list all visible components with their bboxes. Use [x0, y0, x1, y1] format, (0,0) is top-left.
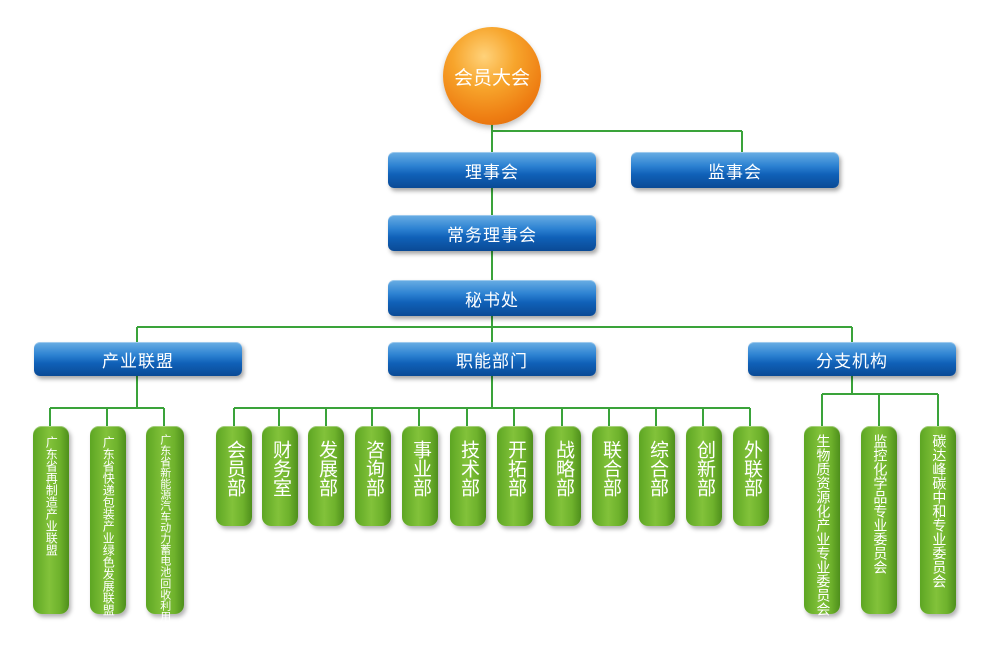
committee-label: 碳达峰碳中和专业委员会: [930, 434, 947, 588]
department-node: 事业部: [402, 426, 438, 526]
department-label: 财务室: [269, 440, 292, 497]
department-node: 咨询部: [355, 426, 391, 526]
general-assembly-label: 会员大会: [453, 66, 530, 89]
department-label: 发展部: [315, 440, 338, 497]
alliance-node: 广东省快递包装产业绿色发展联盟: [90, 426, 126, 616]
department-label: 外联部: [740, 440, 763, 497]
department-label: 战略部: [552, 440, 575, 497]
department-node: 联合部: [592, 426, 628, 526]
connector-lines: [49, 122, 939, 426]
department-node: 会员部: [216, 426, 252, 526]
department-label: 开拓部: [504, 440, 527, 497]
alliances-section-label: 产业联盟: [102, 351, 174, 372]
board-label: 理事会: [465, 162, 519, 183]
department-label: 创新部: [693, 440, 716, 497]
committee-node: 生物质资源化产业专业委员会: [804, 426, 840, 616]
alliance-label: 广东省快递包装产业绿色发展联盟: [101, 436, 116, 616]
alliance-label: 广东省新能源汽车动力蓄电池: [158, 434, 172, 577]
department-node: 开拓部: [497, 426, 533, 526]
alliance-label: 广东省再制造产业联盟: [44, 436, 59, 556]
department-label: 咨询部: [362, 440, 385, 497]
department-node: 财务室: [262, 426, 298, 526]
department-node: 综合部: [639, 426, 675, 526]
supervisory-board-label: 监事会: [708, 162, 762, 183]
department-label: 综合部: [646, 440, 669, 497]
department-node: 发展部: [308, 426, 344, 526]
supervisory-board-node: 监事会: [631, 152, 839, 188]
department-label: 联合部: [599, 440, 622, 497]
committee-node: 监控化学品专业委员会: [861, 426, 897, 614]
secretariat-label: 秘书处: [465, 290, 519, 311]
committee-label: 监控化学品专业委员会: [871, 434, 888, 574]
alliances-section-node: 产业联盟: [34, 342, 242, 376]
standing-council-node: 常务理事会: [388, 215, 596, 251]
alliance-node: 回收利用产业联盟 广东省新能源汽车动力蓄电池: [146, 426, 184, 666]
committee-node: 碳达峰碳中和专业委员会: [920, 426, 956, 614]
department-node: 外联部: [733, 426, 769, 526]
secretariat-node: 秘书处: [388, 280, 596, 316]
standing-council-label: 常务理事会: [447, 225, 537, 246]
department-node: 战略部: [545, 426, 581, 526]
department-node: 技术部: [450, 426, 486, 526]
departments-section-label: 职能部门: [456, 351, 528, 372]
branches-section-node: 分支机构: [748, 342, 956, 376]
departments-section-node: 职能部门: [388, 342, 596, 376]
department-label: 会员部: [223, 440, 246, 497]
branches-section-label: 分支机构: [816, 351, 888, 372]
alliance-node: 广东省再制造产业联盟: [33, 426, 69, 614]
department-label: 事业部: [409, 440, 432, 497]
committee-label: 生物质资源化产业专业委员会: [814, 434, 831, 616]
department-node: 创新部: [686, 426, 722, 526]
general-assembly-node: 会员大会: [443, 27, 541, 125]
department-label: 技术部: [457, 440, 480, 497]
alliance-label: 回收利用产业联盟: [158, 578, 172, 666]
board-node: 理事会: [388, 152, 596, 188]
